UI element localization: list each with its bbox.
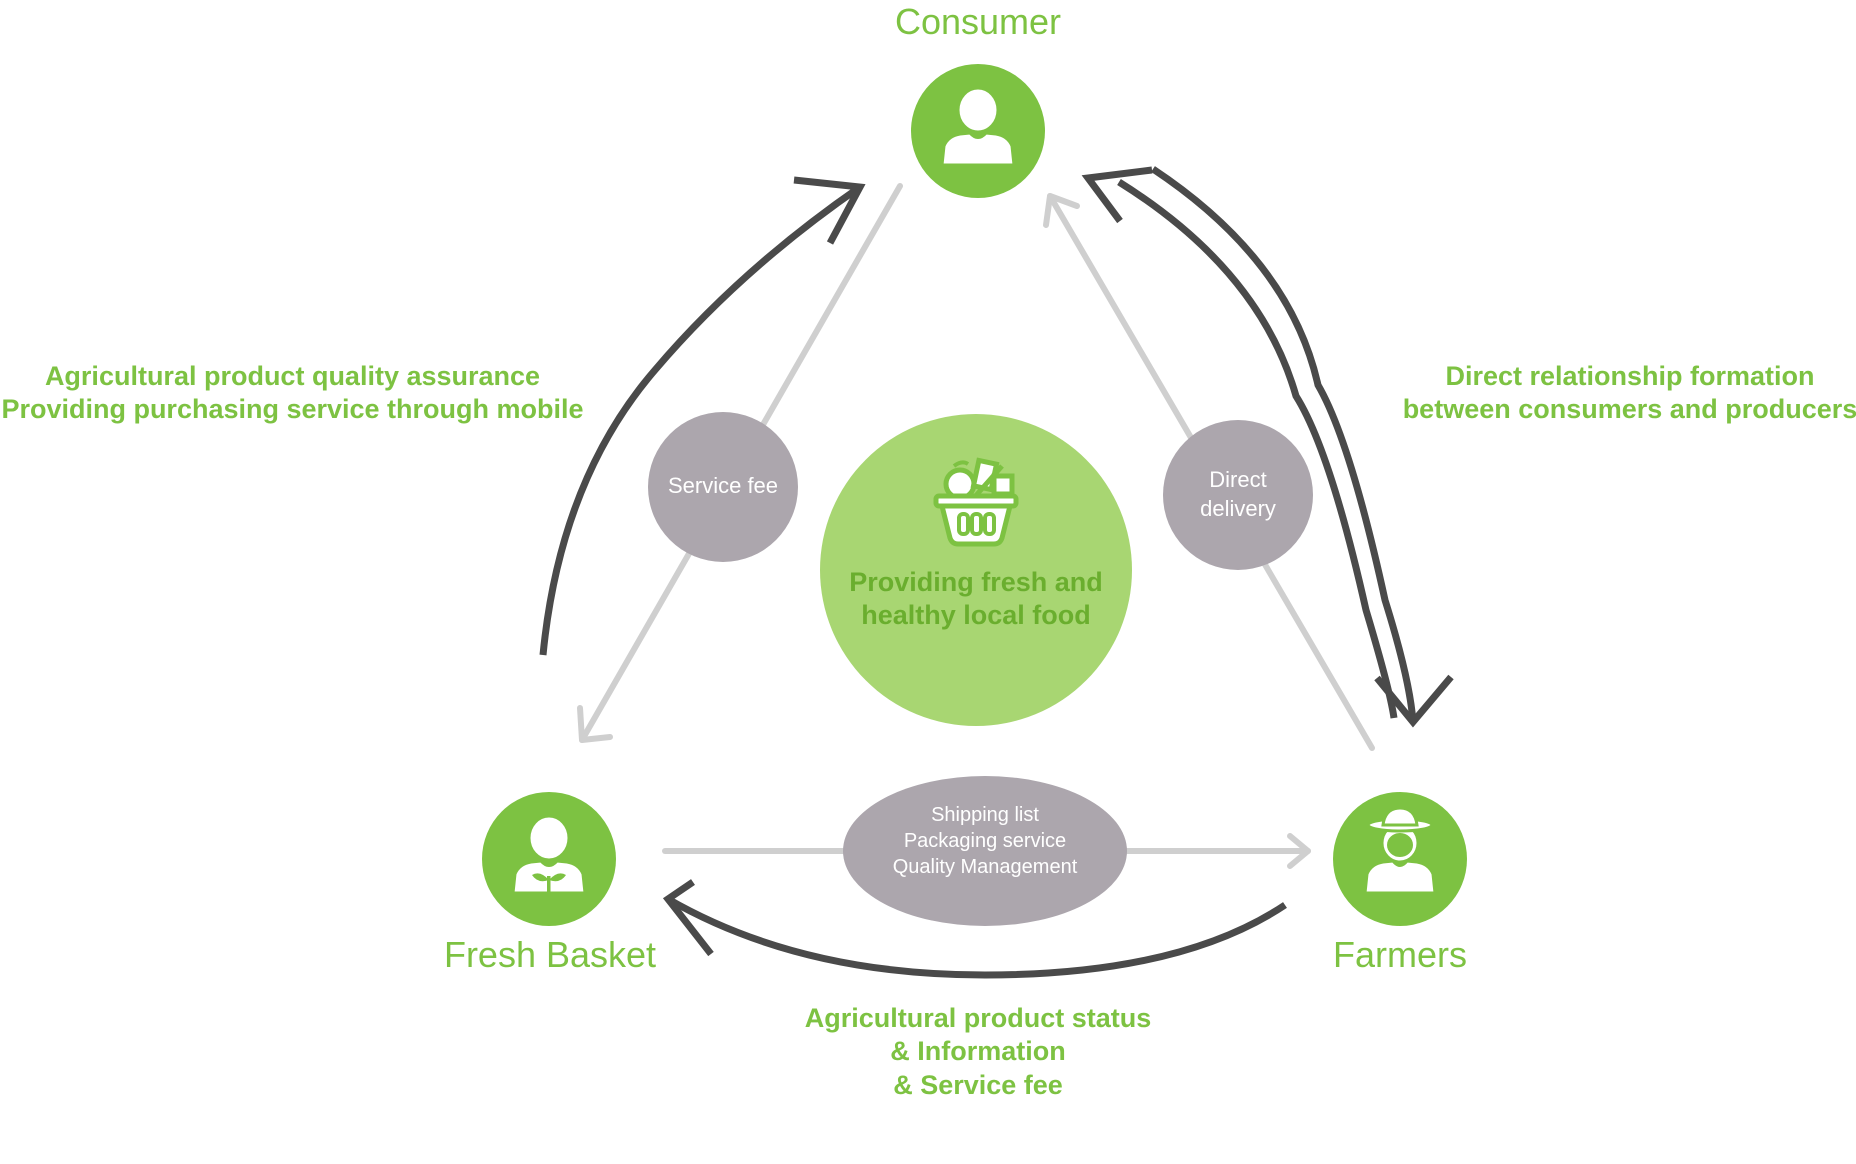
arc-arrowhead-to-consumer-left	[793, 176, 866, 245]
service-fee-bubble	[648, 412, 798, 562]
center-text: Providing fresh and healthy local food	[836, 566, 1116, 633]
double-arrow-inner	[1117, 179, 1398, 719]
direct-delivery-line-1: Direct	[1209, 467, 1267, 492]
service-fee-line-1: Service fee	[667, 473, 779, 498]
consumer-node	[911, 64, 1045, 198]
produce-basket-icon	[933, 457, 1019, 547]
center-line-1: Providing fresh and	[849, 567, 1103, 597]
bottom-note-line-1: Agricultural product status	[804, 1003, 1152, 1033]
shipping-bubble	[843, 776, 1127, 926]
fresh-basket-node	[482, 792, 616, 926]
bubbles	[648, 412, 1313, 926]
double-arrow-outer	[1151, 166, 1417, 723]
center-line-2: healthy local food	[861, 600, 1091, 631]
bottom-note-line-3: & Service fee	[893, 1069, 1063, 1100]
bottom-note: Agricultural product status & Informatio…	[778, 1002, 1178, 1102]
arc-fresh-basket-to-consumer	[539, 184, 862, 656]
shipping-line-3: Quality Management	[892, 856, 1078, 878]
consumer-label: Consumer	[894, 1, 1062, 42]
farmer-face-shadow	[1387, 833, 1413, 857]
shipping-line-2: Packaging service	[903, 830, 1067, 852]
arrowhead-to-farmers	[1287, 833, 1311, 869]
left-note: Agricultural product quality assurance P…	[0, 360, 585, 427]
bottom-note-line-2: & Information	[890, 1036, 1066, 1067]
shipping-line-1: Shipping list	[931, 804, 1039, 826]
left-note-line-1: Agricultural product quality assurance	[44, 361, 541, 391]
arrowhead-to-consumer-light	[1043, 193, 1080, 228]
left-note-line-2: Providing purchasing service through mob…	[1, 394, 584, 425]
direct-delivery-text: Direct delivery	[1163, 466, 1313, 523]
right-note-line-2: between consumers and producers	[1402, 394, 1856, 425]
sprout-icon	[532, 873, 566, 893]
farmers-node	[1333, 792, 1467, 926]
double-arrowhead-to-consumer	[1081, 166, 1153, 224]
direct-delivery-bubble	[1163, 420, 1313, 570]
person-icon	[940, 86, 1016, 167]
dark-arrows	[539, 166, 1454, 979]
right-note: Direct relationship formation between co…	[1400, 360, 1856, 427]
arc-farmers-to-fresh-basket	[666, 895, 1287, 979]
shipping-text: Shipping list Packaging service Quality …	[855, 802, 1115, 880]
center-circle	[820, 414, 1132, 726]
service-fee-text: Service fee	[643, 472, 803, 501]
arc-arrowhead-to-fresh-basket	[662, 879, 714, 957]
double-arrowhead-to-farmers	[1374, 674, 1454, 728]
right-note-line-1: Direct relationship formation	[1445, 361, 1815, 391]
fresh-basket-label: Fresh Basket	[443, 934, 657, 975]
arrowhead-to-fresh-basket	[577, 705, 613, 743]
direct-delivery-line-2: delivery	[1200, 495, 1276, 521]
farmers-label: Farmers	[1333, 934, 1467, 975]
